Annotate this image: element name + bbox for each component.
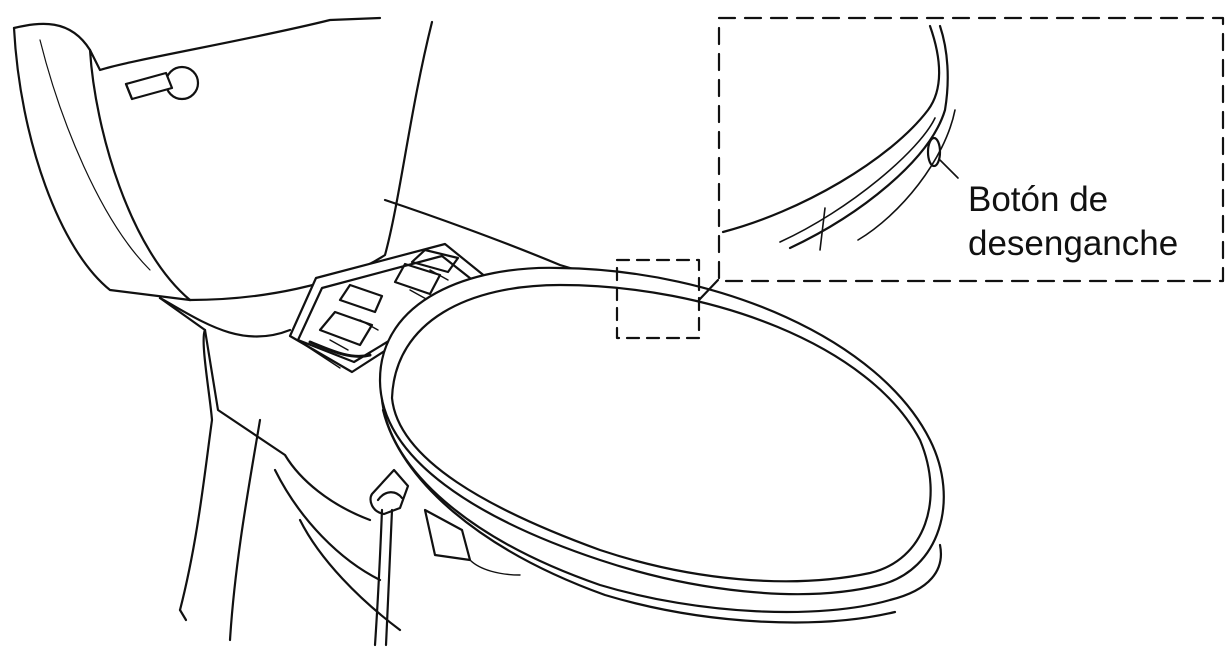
release-button-label: Botón de desenganche [968, 178, 1178, 266]
focus-box [615, 258, 720, 340]
release-button-icon [926, 136, 942, 168]
mounting-plate [288, 242, 494, 374]
bidet-seat [378, 266, 945, 624]
water-hose [369, 468, 410, 647]
zoom-callout-box [717, 16, 1225, 283]
toilet-bowl-base [158, 198, 612, 642]
toilet-tank [12, 16, 434, 302]
release-button-label-line1: Botón de [968, 180, 1109, 219]
flush-handle-icon [124, 65, 200, 101]
release-button-label-line2: desenganche [968, 224, 1179, 263]
